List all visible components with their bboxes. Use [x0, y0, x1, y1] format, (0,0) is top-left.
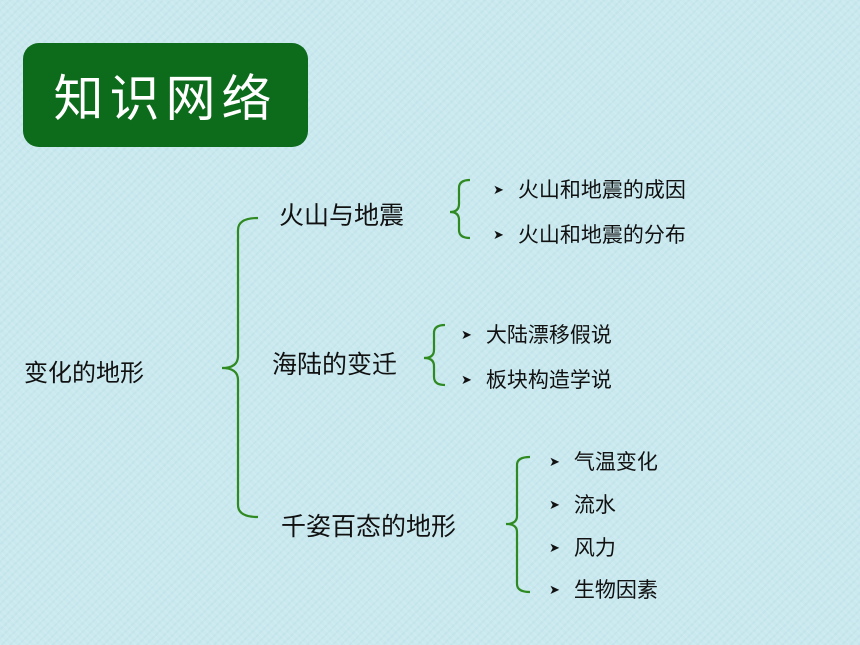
list-item: ➤ 火山和地震的成因 [493, 178, 686, 202]
arrowhead-bullet-icon: ➤ [493, 183, 504, 198]
arrowhead-bullet-icon: ➤ [549, 541, 560, 556]
list-item: ➤ 火山和地震的分布 [493, 223, 686, 247]
branch1-brace [449, 178, 471, 240]
arrowhead-bullet-icon: ➤ [461, 373, 472, 388]
arrowhead-bullet-icon: ➤ [549, 455, 560, 470]
arrowhead-bullet-icon: ➤ [461, 328, 472, 343]
root-topic: 变化的地形 [24, 359, 144, 387]
list-item: ➤ 大陆漂移假说 [461, 323, 612, 347]
list-item: ➤ 生物因素 [549, 578, 658, 602]
branch-2-label: 海陆的变迁 [272, 350, 398, 379]
arrowhead-bullet-icon: ➤ [549, 498, 560, 513]
page-title: 知识网络 [53, 70, 278, 128]
branch-3-label: 千姿百态的地形 [281, 512, 457, 541]
list-item: ➤ 气温变化 [549, 450, 658, 474]
branch3-brace [505, 455, 531, 594]
list-item: ➤ 板块构造学说 [461, 368, 612, 392]
arrowhead-bullet-icon: ➤ [549, 583, 560, 598]
list-item: ➤ 风力 [549, 536, 616, 560]
title-banner: 知识网络 [23, 43, 308, 147]
arrowhead-bullet-icon: ➤ [493, 228, 504, 243]
list-item: ➤ 流水 [549, 493, 616, 517]
main-brace [221, 216, 259, 519]
branch-1-label: 火山与地震 [279, 201, 405, 230]
branch2-brace [423, 323, 446, 387]
